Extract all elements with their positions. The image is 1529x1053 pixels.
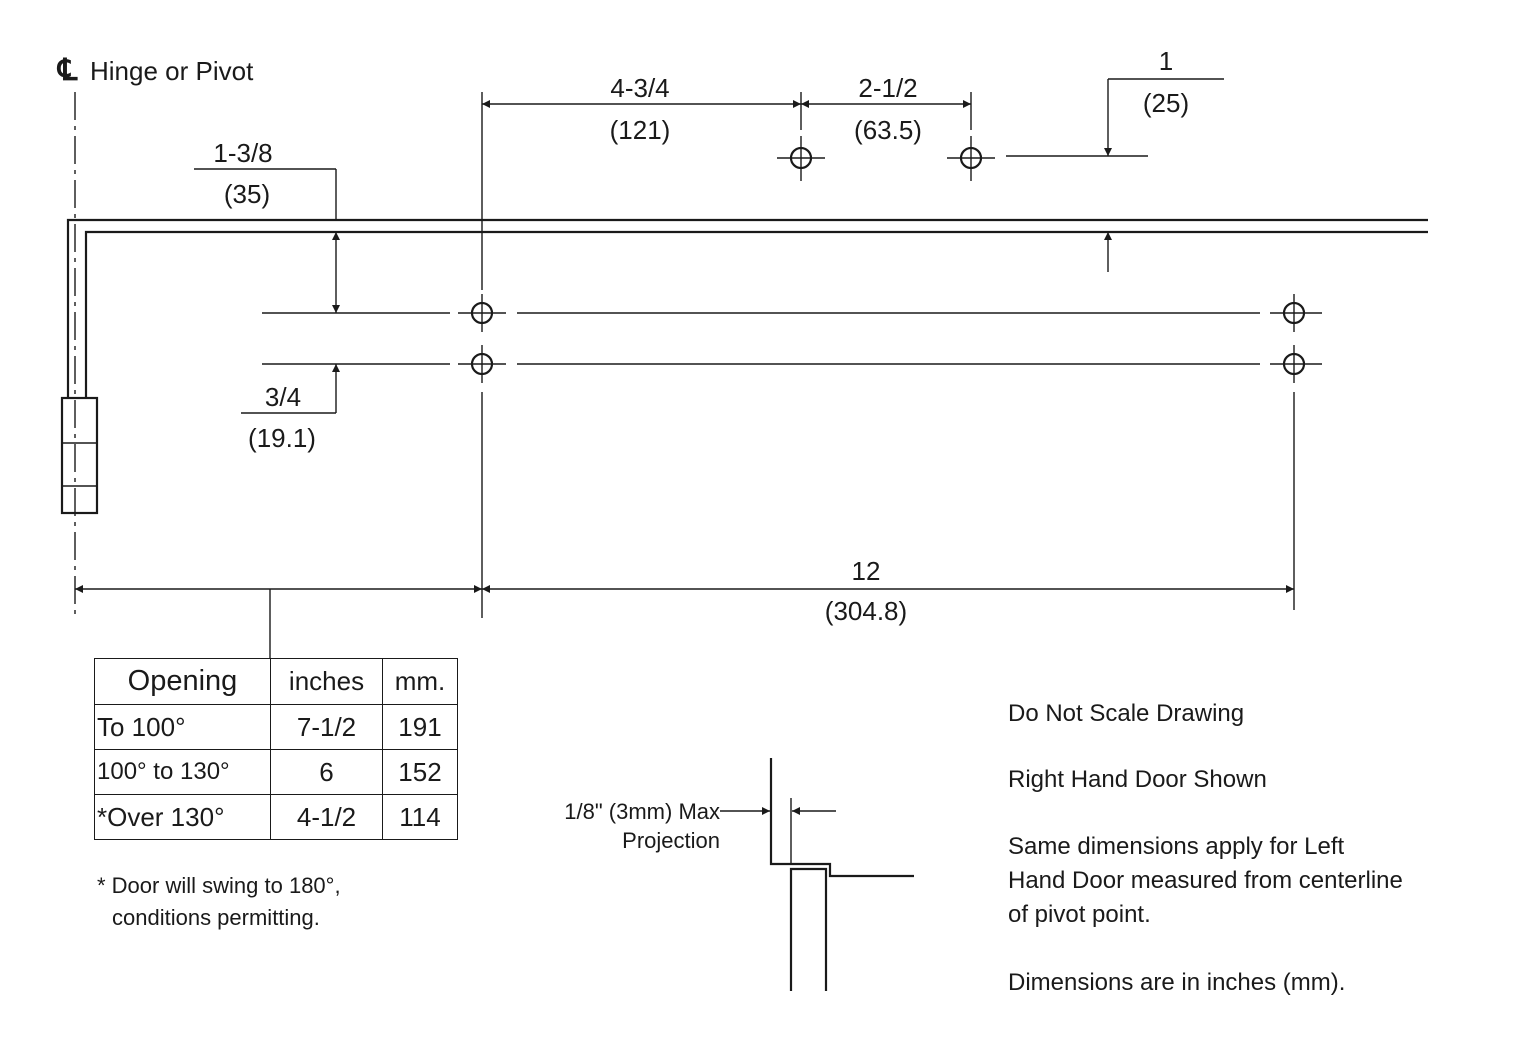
dim-12-mm: (304.8) bbox=[825, 596, 907, 626]
note-units: Dimensions are in inches (mm). bbox=[1008, 966, 1345, 1000]
table-row: 100° to 130° 6 152 bbox=[94, 749, 458, 795]
mounting-holes bbox=[458, 136, 1322, 383]
dim-3-4-inches: 3/4 bbox=[265, 382, 301, 412]
hole bbox=[458, 345, 506, 383]
note-line: of pivot point. bbox=[1008, 901, 1151, 928]
dimension-4-3-4: 4-3/4 (121) bbox=[482, 73, 801, 145]
dimension-3-4: 3/4 (19.1) bbox=[241, 364, 340, 453]
centerline-label: Hinge or Pivot bbox=[90, 56, 254, 86]
dim-4-3-4-mm: (121) bbox=[610, 115, 671, 145]
dimension-1-3-8: 1-3/8 (35) bbox=[194, 138, 340, 313]
dim-1-3-8-inches: 1-3/8 bbox=[213, 138, 272, 168]
hole bbox=[458, 294, 506, 332]
cell-inches: 7-1/2 bbox=[270, 704, 383, 750]
header-mm: mm. bbox=[382, 658, 458, 705]
note-right-hand: Right Hand Door Shown bbox=[1008, 763, 1267, 797]
dim-2-1-2-inches: 2-1/2 bbox=[858, 73, 917, 103]
cell-mm: 152 bbox=[382, 749, 458, 795]
dim-3-4-mm: (19.1) bbox=[248, 423, 316, 453]
note-do-not-scale: Do Not Scale Drawing bbox=[1008, 697, 1244, 731]
header-opening: Opening bbox=[94, 658, 271, 705]
table-row: *Over 130° 4-1/2 114 bbox=[94, 794, 458, 840]
dim-1-inches: 1 bbox=[1159, 46, 1173, 76]
opening-table: Opening inches mm. To 100° 7-1/2 191 100… bbox=[94, 658, 458, 840]
cell-mm: 191 bbox=[382, 704, 458, 750]
note-line: Hand Door measured from centerline bbox=[1008, 867, 1403, 894]
header-inches: inches bbox=[270, 658, 383, 705]
cell-opening: 100° to 130° bbox=[94, 749, 271, 795]
note-text: Dimensions are in inches (mm). bbox=[1008, 969, 1346, 996]
dim-1-mm: (25) bbox=[1143, 88, 1189, 118]
frame-profile bbox=[60, 218, 1428, 515]
dimension-12: 12 (304.8) bbox=[482, 556, 1294, 626]
cell-mm: 114 bbox=[382, 794, 458, 840]
dimension-2-1-2: 2-1/2 (63.5) bbox=[801, 73, 971, 145]
dim-1-3-8-mm: (35) bbox=[224, 179, 270, 209]
note-text: Right Hand Door Shown bbox=[1008, 766, 1267, 793]
table-header-row: Opening inches mm. bbox=[94, 658, 458, 705]
hole bbox=[1270, 345, 1322, 383]
note-text: Do Not Scale Drawing bbox=[1008, 700, 1245, 727]
cell-inches: 6 bbox=[270, 749, 383, 795]
table-row: To 100° 7-1/2 191 bbox=[94, 704, 458, 750]
projection-label-line1: 1/8" (3mm) Max bbox=[564, 799, 720, 824]
table-footnote-line2: conditions permitting. bbox=[112, 905, 320, 930]
hole-rows bbox=[262, 312, 1260, 365]
dim-12-inches: 12 bbox=[852, 556, 881, 586]
table-footnote-line1: * Door will swing to 180°, bbox=[97, 873, 341, 898]
hole bbox=[947, 136, 995, 181]
dim-2-1-2-mm: (63.5) bbox=[854, 115, 922, 145]
centerline-symbol: ℄ bbox=[56, 54, 78, 87]
dim-4-3-4-inches: 4-3/4 bbox=[610, 73, 669, 103]
hole bbox=[777, 136, 825, 181]
cell-inches: 4-1/2 bbox=[270, 794, 383, 840]
dimension-opening bbox=[75, 585, 482, 658]
note-line: Same dimensions apply for Left bbox=[1008, 833, 1345, 860]
projection-label-line2: Projection bbox=[622, 828, 720, 853]
note-same-dimensions: Same dimensions apply for Left Hand Door… bbox=[1008, 830, 1403, 932]
dimension-1: 1 (25) bbox=[1104, 46, 1224, 272]
cell-opening: To 100° bbox=[94, 704, 271, 750]
cell-opening: *Over 130° bbox=[94, 794, 271, 840]
hole bbox=[1270, 294, 1322, 332]
extension-lines bbox=[481, 92, 1295, 618]
projection-detail: 1/8" (3mm) Max Projection bbox=[564, 758, 914, 991]
